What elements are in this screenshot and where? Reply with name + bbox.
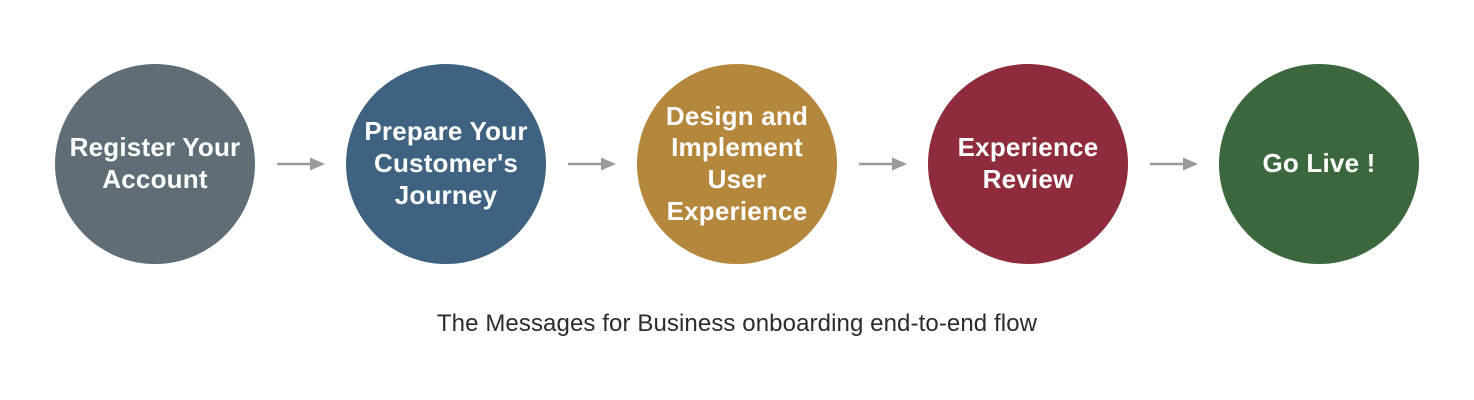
step-label-prepare-your-customers-journey: Prepare Your Customer's Journey bbox=[364, 116, 528, 210]
step-label-go-live: Go Live ! bbox=[1262, 148, 1376, 179]
step-label-register-your-account: Register Your Account bbox=[69, 132, 241, 194]
right-arrow-icon bbox=[255, 155, 346, 173]
right-arrow-icon bbox=[546, 155, 637, 173]
figure-caption: The Messages for Business onboarding end… bbox=[436, 310, 1038, 337]
step-circle-register-your-account: Register Your Account bbox=[55, 64, 255, 264]
step-circle-go-live: Go Live ! bbox=[1219, 64, 1419, 264]
right-arrow-icon bbox=[837, 155, 928, 173]
right-arrow-icon bbox=[1128, 155, 1219, 173]
step-circle-design-and-implement-user-experience: Design and Implement User Experience bbox=[637, 64, 837, 264]
flow-diagram: Register Your Account Prepare Your Custo… bbox=[0, 64, 1474, 264]
step-label-design-and-implement-user-experience: Design and Implement User Experience bbox=[665, 100, 809, 226]
step-circle-prepare-your-customers-journey: Prepare Your Customer's Journey bbox=[346, 64, 546, 264]
step-label-experience-review: Experience Review bbox=[957, 132, 1099, 194]
step-circle-experience-review: Experience Review bbox=[928, 64, 1128, 264]
